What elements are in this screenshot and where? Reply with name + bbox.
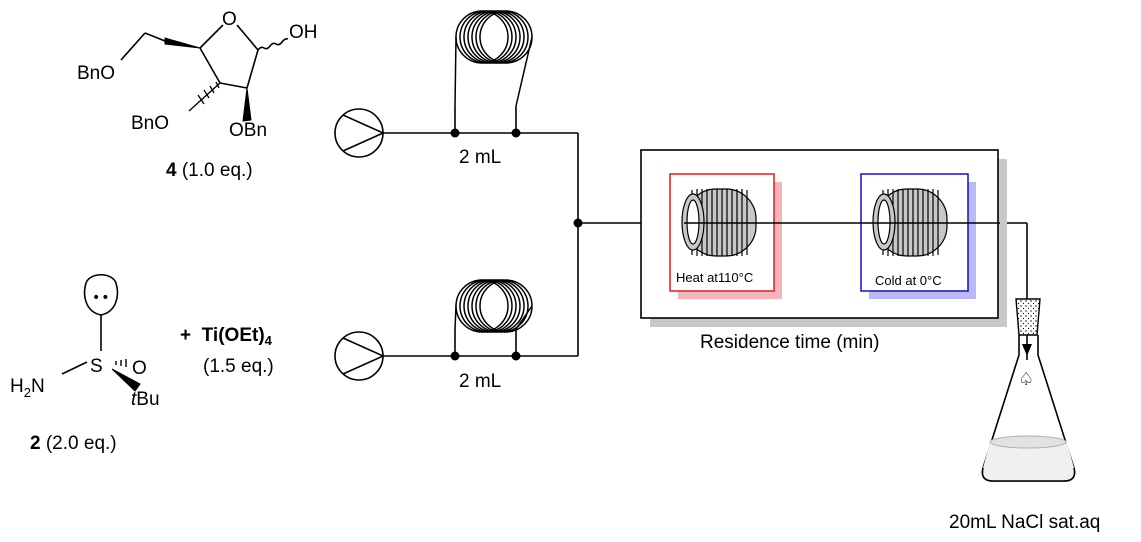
flow-arrowhead [1022, 344, 1032, 356]
obn-label: OBn [229, 120, 267, 141]
residence-time-label: Residence time (min) [700, 332, 880, 353]
collection-label: 20mL NaCl sat.aq [949, 512, 1101, 533]
loop-top-volume: 2 mL [459, 147, 502, 168]
tbu-label: tBu [131, 389, 160, 410]
sulfinyl-oxygen-label: O [132, 358, 147, 379]
sample-loop-bottom [454, 279, 533, 333]
spade-icon: ♤ [1018, 369, 1034, 390]
junction-dots [450, 128, 583, 361]
compound-4-caption: 4 (1.0 eq.) [166, 160, 253, 181]
flask-stopper [1015, 298, 1041, 336]
hydroxyl-label: OH [289, 22, 318, 43]
heat-zone-label: Heat at110°C [676, 270, 754, 285]
lone-pair-dots: •• [92, 290, 111, 306]
compound-2-caption: 2 (2.0 eq.) [30, 433, 117, 454]
sulfur-label: S [90, 356, 103, 377]
pump-bottom [334, 331, 385, 381]
cold-zone-label: Cold at 0°C [875, 273, 942, 288]
structure-compound-4 [120, 24, 289, 122]
flask-liquid [982, 442, 1075, 481]
bno-top-label: BnO [77, 63, 115, 84]
titanium-reagent-label: + Ti(OEt)4 [180, 325, 272, 348]
pump-top [334, 108, 385, 158]
amine-label: H2N [10, 376, 45, 400]
titanium-equiv-label: (1.5 eq.) [203, 356, 274, 377]
ring-oxygen: O [222, 9, 237, 30]
collection-flask: ♤ [981, 298, 1076, 482]
bno-mid-label: BnO [131, 113, 169, 134]
structure-compound-2 [61, 273, 141, 392]
sample-loop-top [454, 10, 533, 107]
loop-bottom-volume: 2 mL [459, 371, 502, 392]
